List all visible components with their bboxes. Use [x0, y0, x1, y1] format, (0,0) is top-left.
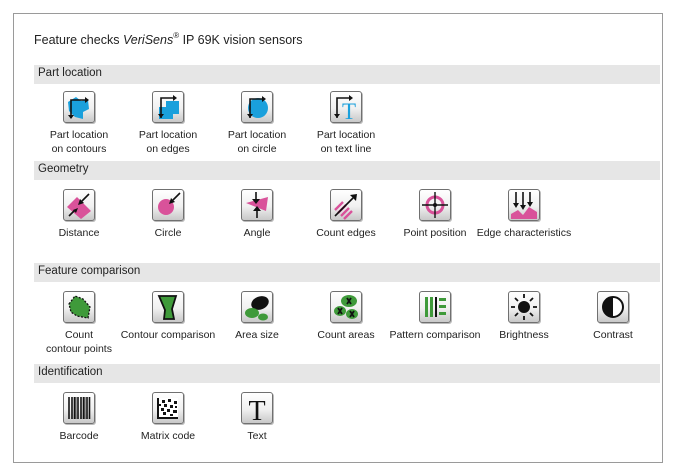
- feature-barcode: Barcode: [29, 392, 129, 443]
- section-header-identification: Identification: [34, 364, 660, 383]
- part-location-text-icon: T: [330, 91, 362, 123]
- count-edges-icon: [330, 189, 362, 221]
- svg-text:T: T: [248, 396, 265, 423]
- svg-text:T: T: [342, 99, 356, 122]
- circle-icon: [152, 189, 184, 221]
- feature-contrast: Contrast: [563, 291, 663, 342]
- contrast-icon: [597, 291, 629, 323]
- feature-pattern-comparison: Pattern comparison: [385, 291, 485, 342]
- count-contour-points-icon: [63, 291, 95, 323]
- part-location-circle-icon: [241, 91, 273, 123]
- feature-point-position: Point position: [385, 189, 485, 240]
- point-position-icon: [419, 189, 451, 221]
- feature-area-size: Area size: [207, 291, 307, 342]
- feature-matrix-code: Matrix code: [118, 392, 218, 443]
- text-icon: T: [241, 392, 273, 424]
- barcode-icon: [63, 392, 95, 424]
- matrix-code-icon: [152, 392, 184, 424]
- page-title: Feature checks VeriSens® IP 69K vision s…: [34, 31, 303, 47]
- angle-icon: [241, 189, 273, 221]
- section-header-part-location: Part location: [34, 65, 660, 84]
- feature-angle: Angle: [207, 189, 307, 240]
- brightness-icon: [508, 291, 540, 323]
- contour-comparison-icon: [152, 291, 184, 323]
- pattern-comparison-icon: [419, 291, 451, 323]
- feature-contour-comparison: Contour comparison: [118, 291, 218, 342]
- feature-count-areas: Count areas: [296, 291, 396, 342]
- feature-distance: Distance: [29, 189, 129, 240]
- section-header-feature-comparison: Feature comparison: [34, 263, 660, 282]
- part-location-contours-icon: [63, 91, 95, 123]
- feature-circle: Circle: [118, 189, 218, 240]
- area-size-icon: [241, 291, 273, 323]
- count-areas-icon: [330, 291, 362, 323]
- edge-characteristics-icon: [508, 189, 540, 221]
- feature-brightness: Brightness: [474, 291, 574, 342]
- part-location-edges-icon: [152, 91, 184, 123]
- feature-edge-characteristics: Edge characteristics: [474, 189, 574, 240]
- feature-count-edges: Count edges: [296, 189, 396, 240]
- distance-icon: [63, 189, 95, 221]
- feature-checks-panel: Feature checks VeriSens® IP 69K vision s…: [13, 13, 663, 463]
- feature-text: T Text: [207, 392, 307, 443]
- section-header-geometry: Geometry: [34, 161, 660, 180]
